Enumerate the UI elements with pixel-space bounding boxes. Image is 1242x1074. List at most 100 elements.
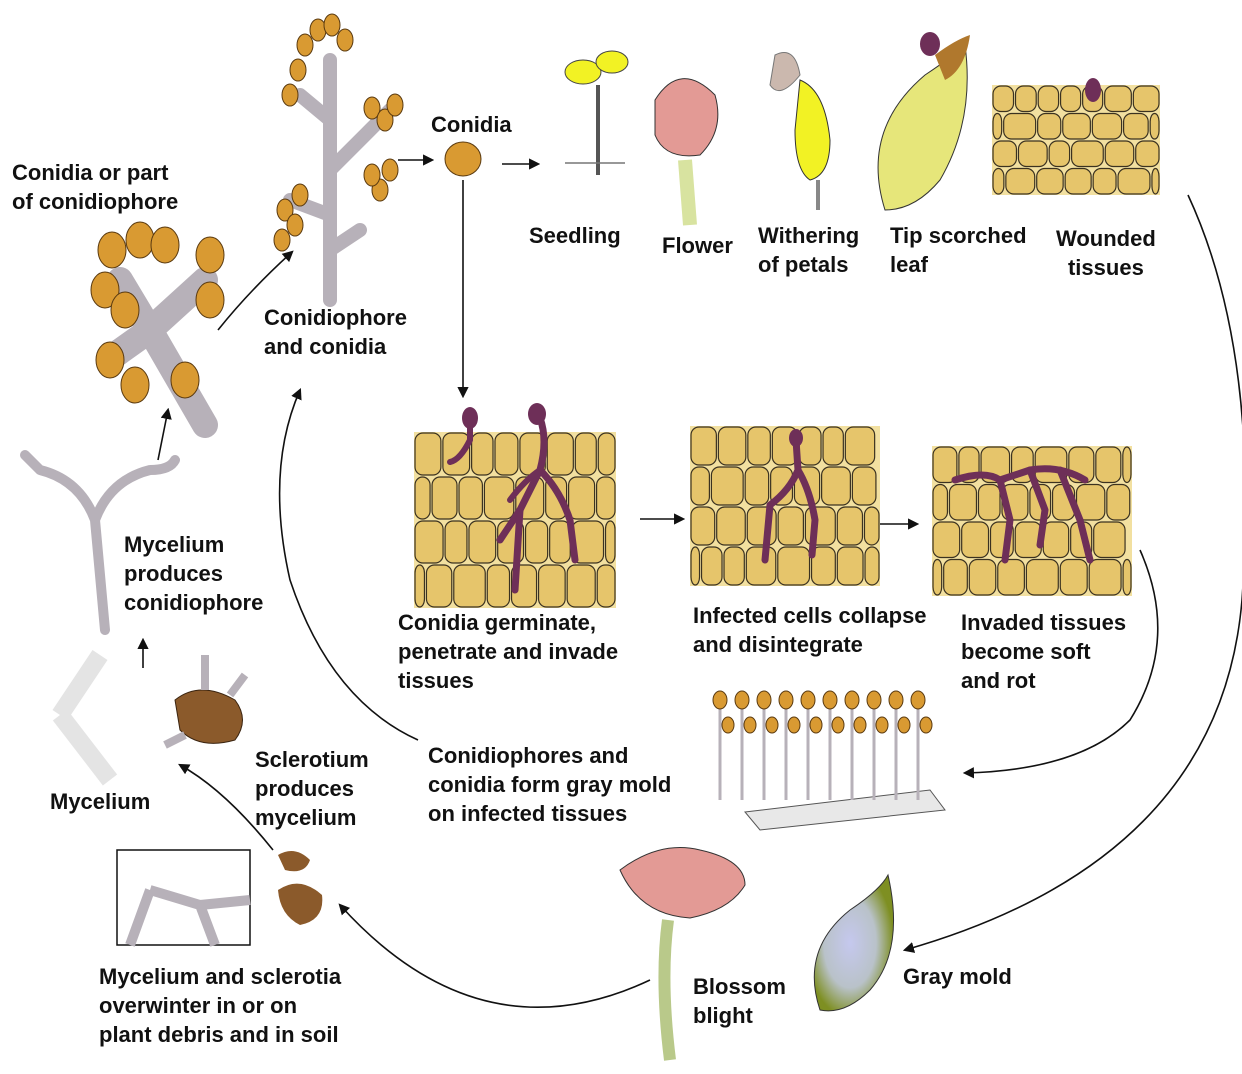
flower-stem [685, 160, 690, 225]
tissue-cell [1123, 560, 1131, 596]
conidium [445, 142, 481, 176]
gray-mold-conidia-cluster [722, 717, 734, 733]
seedling-leaf-right [596, 51, 628, 73]
tissue-wounded [992, 85, 1160, 195]
tissue-cell [993, 114, 1002, 140]
tissue-cell [1092, 114, 1121, 140]
gray-mold-conidia-cluster [757, 691, 771, 709]
fragment-conidium [111, 292, 139, 328]
gray-mold-conidia-cluster [889, 691, 903, 709]
conidiophore-conidium [364, 164, 380, 186]
tissue-cell [998, 560, 1025, 596]
tissue-cell [823, 427, 843, 465]
tissue-cell [426, 565, 451, 607]
label-conidiophore-and-conidia: Conidiophore and conidia [264, 303, 407, 361]
tissue-cell [702, 547, 722, 585]
label-blossom-blight: Blossom blight [693, 972, 786, 1030]
seedling-leaf-left [565, 60, 601, 84]
tissue-cell [1037, 169, 1063, 195]
tissue-cell [724, 547, 744, 585]
conidiophore-conidium [310, 19, 326, 41]
gray-mold-conidia-cluster [854, 717, 866, 733]
label-gray-mold-form: Conidiophores and conidia form gray mold… [428, 741, 671, 828]
gray-mold-conidia-cluster [876, 717, 888, 733]
fragment-conidium [196, 282, 224, 318]
tissue-cell [539, 565, 566, 607]
fragment-conidium [98, 232, 126, 268]
tissue-cell [598, 433, 615, 475]
label-mycelium: Mycelium [50, 787, 150, 816]
tissue-cell [1105, 141, 1133, 167]
tissue-cell [1105, 86, 1132, 112]
conidiophore-conidium [282, 84, 298, 106]
gray-mold-conidia-cluster [744, 717, 756, 733]
fragment-conidium [126, 222, 154, 258]
gray-mold-conidia-cluster [920, 717, 932, 733]
tissue-cell [845, 427, 874, 465]
tissue-cell [1018, 141, 1047, 167]
label-gray-mold: Gray mold [903, 962, 1012, 991]
tissue-cell [1049, 141, 1069, 167]
tissue-cell [1124, 114, 1149, 140]
tissue-cell [1089, 560, 1121, 596]
tissue-cell [718, 427, 745, 465]
germinating-conidium [462, 407, 478, 429]
label-withering-of-petals: Withering of petals [758, 221, 859, 279]
label-conidia-germinate: Conidia germinate, penetrate and invade … [398, 608, 618, 695]
tissue-cell [1043, 522, 1068, 558]
tissue-cell [1016, 86, 1037, 112]
tissue-cell [1094, 522, 1125, 558]
gray-mold-conidia-cluster [867, 691, 881, 709]
gray-mold-conidia-cluster [735, 691, 749, 709]
tissue-cell [415, 433, 441, 475]
tissue-cell [864, 507, 879, 545]
tissue-cell [1004, 114, 1036, 140]
conidiophore-conidium [274, 229, 290, 251]
tissue-cell [933, 522, 960, 558]
tissue-cell [415, 477, 430, 519]
arrow-blight-to-overwinter [340, 905, 650, 1007]
tissue-cell [745, 467, 768, 505]
tissue-cell [1061, 86, 1081, 112]
arrow-mycelium-up [158, 410, 168, 460]
tissue-cell [1107, 485, 1130, 521]
tissue-cell [1136, 141, 1159, 167]
tissue-cell [746, 547, 775, 585]
tissue-cell [1006, 169, 1035, 195]
tissue-cell [1123, 447, 1131, 483]
tissue-cell [962, 522, 989, 558]
tip-conidium [920, 32, 940, 56]
tissue-cell [711, 467, 743, 505]
tissue-cell [1065, 169, 1091, 195]
tissue-cell [969, 560, 995, 596]
tissue-cell [865, 547, 879, 585]
tissue-cell [1038, 86, 1058, 112]
tissue-cell [597, 565, 615, 607]
conidiophore-conidium [292, 184, 308, 206]
tissue-cell [993, 169, 1004, 195]
tissue-cell [1133, 86, 1159, 112]
label-overwinter: Mycelium and sclerotia overwinter in or … [99, 962, 341, 1049]
conidiophore-conidium [337, 29, 353, 51]
tissue-cell [432, 477, 457, 519]
tissue-cell [606, 521, 615, 563]
label-infected-cells-collapse: Infected cells collapse and disintegrate [693, 601, 927, 659]
gray-mold-conidia-cluster [911, 691, 925, 709]
conidiophore-conidium [382, 159, 398, 181]
conidiophore-conidium [290, 59, 306, 81]
gray-mold-conidia-cluster [810, 717, 822, 733]
gray-mold-conidia-cluster [845, 691, 859, 709]
label-wounded-tissues: Wounded tissues [1056, 224, 1156, 282]
tissue-cell [748, 427, 770, 465]
tissue-cell [487, 565, 509, 607]
tissue-cell [1150, 114, 1159, 140]
fragment-conidium [121, 367, 149, 403]
gray-mold-conidia-cluster [832, 717, 844, 733]
tissue-cell [445, 521, 467, 563]
tissue-cell [454, 565, 485, 607]
tissue-cell [778, 507, 803, 545]
gray-mold-conidia-cluster [713, 691, 727, 709]
tissue-cell [799, 427, 821, 465]
tissue-cell [550, 521, 571, 563]
